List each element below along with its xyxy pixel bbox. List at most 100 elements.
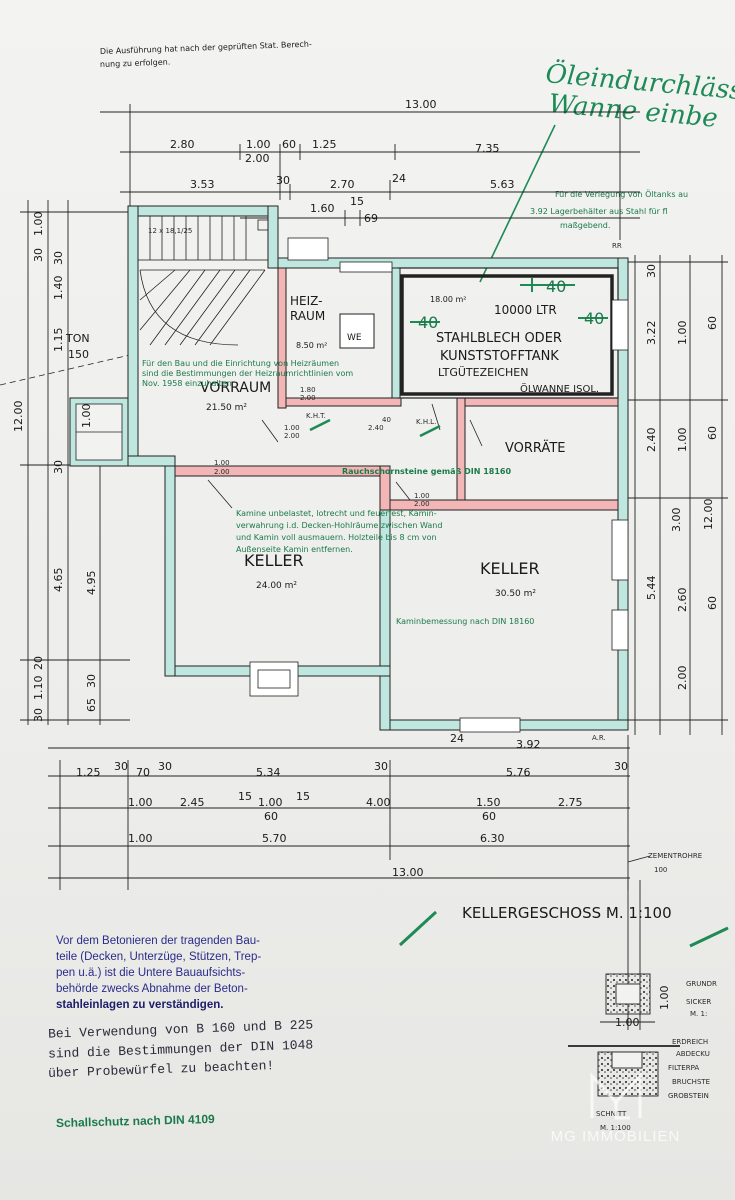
boiler-unit <box>339 313 375 349</box>
dim-top-row2-b: 30 <box>276 174 290 187</box>
keller2-name: KELLER <box>480 559 540 578</box>
kamin-line3: und Kamin voll ausmauern. Holzteile bis … <box>236 533 437 542</box>
tank-line1: STAHLBLECH ODER <box>436 331 562 346</box>
dim-right-h: 5.44 <box>645 576 658 601</box>
seepage-pit-detail <box>568 880 680 1097</box>
dim-bottom-r1-f: 30 <box>374 760 388 773</box>
dim-right-g: 3.00 <box>670 508 683 533</box>
zement-label: ZEMENTROHRE <box>648 852 702 860</box>
detail-dim-1: 1.00 <box>658 986 671 1011</box>
kht-label: K.H.T. <box>306 412 326 420</box>
oil-note-line1: Für die Verlegung von Öltanks au <box>555 189 688 199</box>
heizraum-name1: HEIZ- <box>290 294 322 308</box>
dim-bottom-r1-e: 5.34 <box>256 766 281 779</box>
dim-bottom-r1-a: 1.25 <box>76 766 101 779</box>
dim-bottom-r2-c: 15 <box>238 790 252 803</box>
concrete-note-line2: teile (Decken, Unterzüge, Stützen, Trep- <box>56 951 262 963</box>
dim-top-row3-b: 15 <box>350 195 364 208</box>
dim-bottom-r1-h: 24 <box>450 732 464 745</box>
dim-right-c: 60 <box>706 316 719 330</box>
top-dimension-lines <box>100 104 640 240</box>
staircase <box>137 215 269 346</box>
heiz-regs-line1: Für den Bau und die Einrichtung von Heiz… <box>142 359 339 368</box>
concrete-note-line1: Vor dem Betonieren der tragenden Bau- <box>56 935 260 947</box>
heizraum-name2: RAUM <box>290 309 325 323</box>
left-dimension-lines <box>20 200 130 725</box>
heizraum-area: 8.50 m² <box>296 341 327 350</box>
heiz-regs-line2: sind die Bestimmungen der Heizraumrichtl… <box>142 369 353 378</box>
dim-bottom-r2-a: 1.00 <box>128 796 153 809</box>
dim-bottom-r1-j: 30 <box>614 760 628 773</box>
dim-right-d: 2.40 <box>645 428 658 453</box>
kht-green-mark <box>309 418 331 432</box>
opening-8: 2.40 <box>368 424 384 432</box>
detail-label-5: ABDECKU <box>676 1050 710 1058</box>
dim-bottom-r2-i: 60 <box>482 810 496 823</box>
entry-landing-width: 1.00 <box>80 404 93 429</box>
kaminbemessung-note: Kaminbemessung nach DIN 18160 <box>396 617 534 626</box>
dim-left-i: 20 <box>32 656 45 670</box>
keller1-area: 24.00 m² <box>256 581 297 591</box>
dim-top-overall: 13.00 <box>405 98 437 111</box>
detail-label-4: ERDREICH <box>672 1038 708 1046</box>
detail-label-6: FILTERPA <box>668 1064 699 1072</box>
tank-clearance-top: 40 <box>546 277 566 296</box>
detail-label-3: M. 1: <box>690 1010 707 1018</box>
right-dimension-lines <box>625 255 728 735</box>
dim-bottom-r2-g: 4.00 <box>366 796 391 809</box>
dim-left-e: 1.15 <box>52 328 65 353</box>
bottom-dimension-lines <box>48 735 630 890</box>
tank-room-separator <box>391 267 401 399</box>
dim-top-row1-c: 60 <box>282 138 296 151</box>
opening-4: 2.00 <box>284 432 300 440</box>
oil-note-line3: maßgebend. <box>560 221 610 230</box>
opening-9: 1.00 <box>414 492 430 500</box>
dim-bottom-r2-h: 1.50 <box>476 796 501 809</box>
dim-top-row2-a: 3.53 <box>190 178 215 191</box>
door-swings <box>207 403 483 509</box>
keller2-area: 30.50 m² <box>495 589 536 599</box>
dim-bottom-r1-b: 30 <box>114 760 128 773</box>
opening-7: 40 <box>382 416 391 424</box>
dim-bottom-r2-f: 60 <box>264 810 278 823</box>
dim-top-row2-d: 24 <box>392 172 406 185</box>
dim-bottom-r3-b: 5.70 <box>262 832 287 845</box>
vorraete-name: VORRÄTE <box>505 440 565 456</box>
detail-section-scale: M. 1:100 <box>600 1124 631 1132</box>
rr-label: RR <box>612 242 622 250</box>
detail-section-title: SCHNITT <box>596 1110 627 1118</box>
dim-top-row1-b: 1.00 <box>246 138 271 151</box>
ar-label: A.R. <box>592 734 606 742</box>
mg-logo-icon <box>590 1072 642 1120</box>
dim-right-f: 60 <box>706 426 719 440</box>
rauch-note: Rauchschornsteine gemäß DIN 18160 <box>342 467 511 476</box>
dim-bottom-overall: 13.00 <box>392 866 424 879</box>
detail-label-2: SICKER <box>686 998 711 1006</box>
tank-line3: LTGÜTEZEICHEN <box>438 366 528 379</box>
dim-left-c: 30 <box>52 251 65 265</box>
detail-label-7: BRUCHSTE <box>672 1078 710 1086</box>
oil-note-line2: 3.92 Lagerbehälter aus Stahl für fl <box>530 207 667 216</box>
dim-left-b: 1.00 <box>32 212 45 237</box>
tank-clearance-right: 40 <box>584 309 604 328</box>
dim-bottom-r1-g: 5.76 <box>506 766 531 779</box>
dim-top-row1-a: 2.80 <box>170 138 195 151</box>
chimney-flue <box>339 261 393 273</box>
dim-left-f: 30 <box>52 460 65 474</box>
opening-5: 1.00 <box>214 459 230 467</box>
kamin-line2: verwahrung i.d. Decken-Hohlräume zwische… <box>236 521 442 530</box>
oil-basin-label: ÖLWANNE ISOL. <box>520 382 599 395</box>
dim-right-b: 1.00 <box>676 321 689 346</box>
ton-size: 150 <box>68 348 89 361</box>
dim-left-d: 1.40 <box>52 276 65 301</box>
dim-left-m: 30 <box>85 674 98 688</box>
windows <box>249 299 629 733</box>
top-note-line1: Die Ausführung hat nach der geprüften St… <box>100 40 312 56</box>
ton-label: TON <box>65 332 90 345</box>
tank-line2: KUNSTSTOFFTANK <box>440 349 559 364</box>
dim-top-row3-c: 69 <box>364 212 378 225</box>
opening-2: 2.00 <box>300 394 316 402</box>
dim-right-overall: 12.00 <box>702 499 715 531</box>
tank-clearance-left: 40 <box>418 313 438 332</box>
dim-top-row2-c: 2.70 <box>330 178 355 191</box>
